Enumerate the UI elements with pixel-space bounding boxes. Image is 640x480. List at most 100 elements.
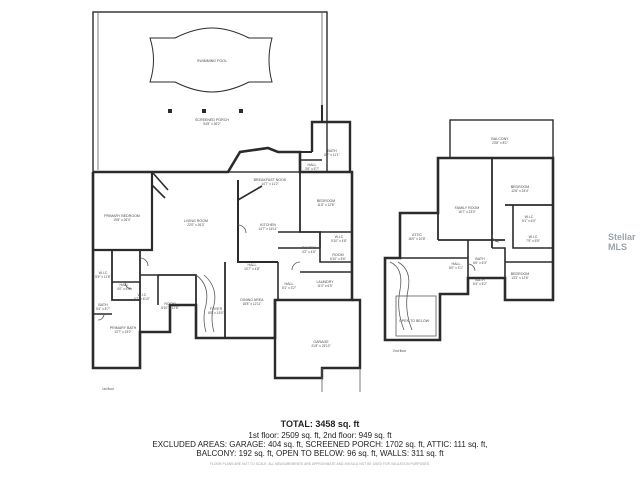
wall <box>237 185 263 201</box>
room-name-balcony: BALCONY <box>491 137 509 141</box>
room-dims-breakfast: 14'7" x 11'2" <box>261 182 278 186</box>
door-swing <box>291 261 301 271</box>
door-swing <box>491 234 500 243</box>
open-to-below-outline <box>395 295 437 337</box>
room-dims-primary-bedroom: 19'8" x 26'4" <box>113 218 130 222</box>
room-dims-room-left: 8'10" x 12'8" <box>161 306 178 310</box>
total-area: TOTAL: 3458 sq. ft <box>280 419 360 429</box>
room-dims-wic-2a: 5'1" x 6'0" <box>522 219 536 223</box>
room-dims-hall-center: 10'7" x 4'8" <box>244 267 260 271</box>
wall <box>299 172 321 248</box>
room-dims-bedroom-2a: 12'6" x 15'4" <box>511 189 528 193</box>
room-name-wic-left2: W.I.C <box>138 293 147 297</box>
wall <box>151 171 169 191</box>
stair-curve <box>397 261 413 331</box>
swimming-pool <box>149 27 273 93</box>
room-name-dining-area: DINING AREA <box>240 298 264 302</box>
room-name-family-room: FAMILY ROOM <box>455 206 480 210</box>
room-dims-balcony: 23'8" x 8'1" <box>492 141 508 145</box>
door-swing <box>139 257 149 267</box>
room-name-bath-left: BATH <box>98 303 108 307</box>
stair-curve <box>195 274 208 333</box>
first-floor-plan <box>91 11 362 392</box>
room-name-hall-center: HALL <box>248 263 257 267</box>
wall <box>512 205 553 249</box>
porch-column <box>168 109 172 113</box>
room-name-garage: GARAGE <box>313 340 329 344</box>
wall <box>93 172 154 252</box>
room-dims-bath-left: 5'4" x 8'7" <box>96 307 110 311</box>
excluded-areas-line-2: BALCONY: 192 sq. ft, OPEN TO BELOW: 96 s… <box>196 449 444 458</box>
room-name-bedroom-2b: BEDROOM <box>511 272 530 276</box>
wall <box>237 180 278 263</box>
room-dims-garage: 21'8" x 23'10" <box>311 344 330 348</box>
room-name-hall-left: HALL <box>120 283 129 287</box>
wall <box>158 274 197 305</box>
disclaimer: FLOOR PLANS ARE NOT TO SCALE. ALL MEASUR… <box>210 462 430 466</box>
stair-curve <box>389 261 405 331</box>
excluded-areas-line: EXCLUDED AREAS: GARAGE: 404 sq. ft, SCRE… <box>152 440 488 449</box>
room-dims-pantry: 4'2" x 4'6" <box>302 250 316 254</box>
room-dims-wic-left: 5'5" x 11'8" <box>95 275 110 279</box>
room-dims-bath-2a: 6'6" x 6'3" <box>473 261 487 265</box>
room-dims-bath-2b: 6'4" x 8'2" <box>473 282 487 286</box>
room-name-bath-2a: BATH <box>475 257 485 261</box>
room-name-wic-left: W.I.C <box>99 271 108 275</box>
bath-block-wall <box>310 120 352 172</box>
room-dims-living-room: 22'0" x 26'3" <box>187 223 204 227</box>
house-exterior-wall <box>91 146 354 370</box>
room-name-wic-2b: W.I.C <box>529 235 538 239</box>
room-name-foyer: FOYER <box>210 307 223 311</box>
room-name-bedroom-2a: BEDROOM <box>511 185 530 189</box>
room-dims-bedroom-1f: 11'8" x 12'8" <box>317 203 334 207</box>
room-name-laundry: LAUNDRY <box>316 280 334 284</box>
room-dims-wic-left2: 6'7" x 6'10" <box>134 297 150 301</box>
room-name-attic: ATTIC <box>412 233 423 237</box>
room-name-bedroom-1f: BEDROOM <box>317 199 336 203</box>
room-name-hall-2f: HALL <box>452 262 461 266</box>
room-dims-foyer: 8'6" x 15'0" <box>208 311 224 315</box>
second-floor-exterior-wall <box>383 156 555 342</box>
wall <box>278 247 352 263</box>
room-name-open-below: OPEN TO BELOW <box>399 319 430 323</box>
room-dims-dining-area: 18'8" x 12'11" <box>242 302 261 306</box>
room-name-breakfast: BREAKFAST NOOK <box>254 178 287 182</box>
room-dims-wic-mid: 5'10" x 4'8" <box>331 239 347 243</box>
watermark: Stellar MLS <box>608 232 636 252</box>
room-name-pool: SWIMMING POOL <box>197 59 227 63</box>
room-name-hall-top: HALL <box>308 163 317 167</box>
room-name-room-left: ROOM <box>164 302 175 306</box>
room-dims-attic: 16'0" x 10'8" <box>408 237 425 241</box>
room-name-hall-right: HALL <box>285 282 294 286</box>
room-dims-laundry: 11'0" x 6'5" <box>317 284 332 288</box>
room-dims-family-room: 16'7" x 23'0" <box>458 210 475 214</box>
room-name-primary-bedroom: PRIMARY BEDROOM <box>104 214 140 218</box>
room-dims-bath-top: 8'2" x 11'1" <box>324 153 339 157</box>
room-dims-screened-porch: 94'5" x 36'2" <box>203 122 220 126</box>
door-swing <box>124 281 133 290</box>
floor-areas-line: 1st floor: 2509 sq. ft, 2nd floor: 949 s… <box>248 431 392 440</box>
garage-wall <box>273 298 362 380</box>
door-swing <box>237 224 247 234</box>
wall <box>299 159 322 172</box>
room-dims-hall-right: 8'1" x 3'2" <box>282 286 296 290</box>
room-dims-hall-top: 3'6" x 5'7" <box>305 167 319 171</box>
room-name-pantry: PANTRY <box>302 246 317 250</box>
room-name-primary-bath: PRIMARY BATH <box>110 326 137 330</box>
room-dims-wic-2b: 7'9" x 5'5" <box>526 239 540 243</box>
room-dims-hall-left: 4'0" x 6'5" <box>117 287 131 291</box>
room-name-wic-2a: W.I.C <box>525 215 534 219</box>
room-dims-bedroom-2b: 13'3" x 12'6" <box>511 276 528 280</box>
door-swing <box>97 313 105 321</box>
room-name-kitchen: KITCHEN <box>260 223 276 227</box>
room-name-room-small: ROOM <box>332 253 343 257</box>
room-dims-room-small: 6'10" x 5'6" <box>330 257 346 261</box>
door-swing <box>467 263 476 272</box>
wall <box>111 250 141 332</box>
room-name-bath-2b: BATH <box>475 278 485 282</box>
wall <box>151 184 166 199</box>
porch-column <box>202 109 206 113</box>
room-name-wic-mid: W.I.C <box>335 235 344 239</box>
